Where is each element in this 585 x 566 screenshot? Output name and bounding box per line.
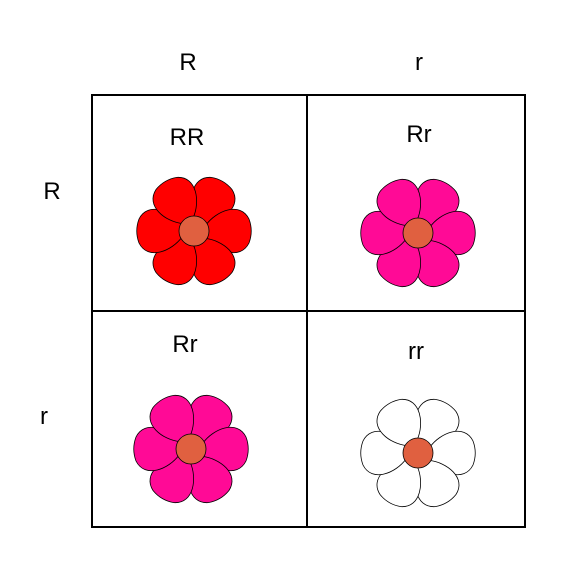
genotype-label: RR — [169, 124, 205, 151]
flower-center — [402, 437, 434, 469]
flower-center — [175, 433, 207, 465]
flower-petal — [152, 176, 197, 225]
flower-icon — [133, 394, 249, 504]
genotype-label: Rr — [172, 331, 198, 358]
row-allele-label: r — [40, 403, 48, 430]
column-allele-label: r — [415, 49, 423, 76]
row-allele-label: R — [43, 178, 61, 205]
column-allele-label: R — [179, 49, 197, 76]
genotype-label: rr — [408, 338, 424, 365]
flower-icon — [360, 178, 476, 288]
flower-petal — [149, 394, 194, 443]
flower-petal — [376, 178, 421, 227]
flower-icon — [360, 398, 476, 508]
grid-divider-horizontal — [91, 310, 526, 312]
flower-center — [402, 217, 434, 249]
flower-center — [178, 215, 210, 247]
genotype-label: Rr — [406, 121, 432, 148]
flower-petal — [376, 398, 421, 447]
flower-icon — [136, 176, 252, 286]
